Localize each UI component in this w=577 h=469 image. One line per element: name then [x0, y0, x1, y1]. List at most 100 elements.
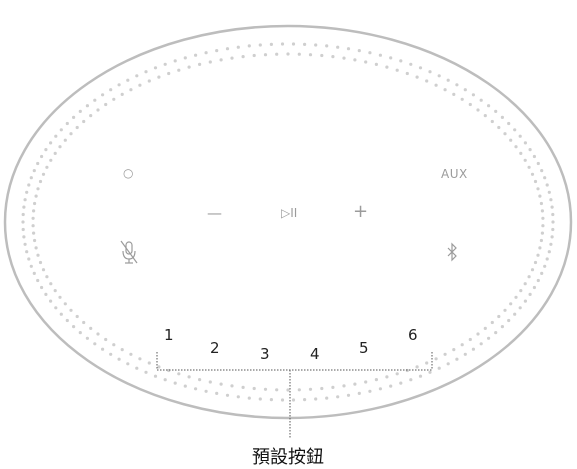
grille-dot: [286, 388, 290, 392]
grille-dot: [399, 381, 403, 385]
grille-dot: [314, 43, 318, 47]
grille-dot: [120, 92, 124, 96]
grille-dot: [331, 55, 335, 59]
grille-dot: [82, 320, 86, 325]
grille-dot: [487, 336, 491, 340]
grille-dot: [523, 158, 527, 162]
grille-dot: [144, 370, 148, 374]
grille-dot: [368, 389, 372, 393]
grille-dot: [65, 318, 69, 323]
grille-dot: [167, 71, 171, 76]
grille-dot: [509, 302, 513, 306]
grille-dot: [96, 108, 100, 112]
volume-up-button[interactable]: +: [353, 201, 369, 222]
grille-dot: [497, 314, 501, 319]
grille-dot: [117, 357, 121, 361]
grille-dot: [45, 165, 49, 169]
grille-dot: [523, 299, 528, 303]
grille-dot: [22, 235, 26, 239]
grille-dot: [443, 88, 447, 92]
grille-dot: [540, 271, 544, 275]
microphone-off-icon[interactable]: [120, 240, 138, 264]
preset-button-1[interactable]: 1: [164, 326, 174, 344]
grille-dot: [434, 357, 438, 361]
preset-button-4[interactable]: 4: [310, 345, 320, 363]
grille-dot: [538, 246, 542, 250]
grille-dot: [33, 201, 37, 206]
grille-dot: [126, 362, 130, 366]
grille-dot: [547, 190, 551, 194]
grille-dot: [163, 62, 167, 66]
grille-dot: [241, 385, 245, 389]
grille-dot: [31, 209, 36, 213]
grille-dot: [540, 209, 545, 213]
grille-dot: [385, 65, 389, 69]
grille-dot: [378, 53, 382, 57]
grille-dot: [89, 114, 93, 118]
grille-dot: [85, 336, 89, 340]
grille-dot: [308, 387, 313, 391]
grille-dot: [263, 53, 268, 57]
grille-dot: [252, 386, 256, 391]
grille-dot: [187, 375, 191, 379]
grille-dot: [21, 220, 25, 224]
grille-dot: [153, 66, 158, 70]
grille-dot: [428, 370, 432, 374]
grille-dot: [452, 348, 456, 352]
grille-dot: [29, 176, 33, 180]
grille-dot: [342, 56, 346, 60]
grille-dot: [357, 49, 361, 53]
grille-dot: [409, 378, 413, 382]
grille-dot: [527, 165, 531, 169]
grille-dot: [109, 88, 113, 92]
grille-dot: [551, 212, 555, 217]
grille-dot: [346, 393, 351, 397]
preset-button-6[interactable]: 6: [408, 326, 418, 344]
grille-dot: [40, 154, 44, 159]
action-button[interactable]: ○: [123, 166, 134, 180]
grille-dot: [446, 362, 450, 366]
preset-button-2[interactable]: 2: [210, 339, 220, 357]
grille-dot: [476, 108, 480, 112]
grille-dot: [331, 385, 335, 389]
grille-dot: [269, 42, 273, 47]
preset-button-5[interactable]: 5: [359, 339, 369, 357]
grille-dot: [540, 231, 545, 235]
grille-dot: [437, 366, 441, 370]
grille-dot: [269, 398, 273, 402]
grille-dot: [72, 115, 76, 119]
grille-dot: [275, 52, 279, 56]
grille-dot: [183, 384, 187, 388]
grille-dot: [241, 55, 245, 59]
grille-dot: [519, 289, 523, 293]
speaker-ellipse: [3, 24, 573, 420]
grille-dot: [514, 295, 518, 299]
grille-dot: [545, 183, 549, 187]
bluetooth-icon[interactable]: [447, 242, 457, 262]
volume-down-button[interactable]: —: [207, 204, 222, 222]
grille-dot: [530, 172, 535, 176]
grille-dot: [528, 148, 532, 152]
grille-dot: [219, 58, 223, 62]
grille-dot: [34, 246, 38, 250]
grille-dot: [225, 393, 230, 397]
aux-button[interactable]: AUX: [441, 167, 468, 181]
grille-dot: [59, 128, 63, 132]
grille-dot: [101, 347, 105, 351]
grille-dot: [230, 384, 234, 388]
preset-button-3[interactable]: 3: [260, 345, 270, 363]
grille-dot: [545, 257, 549, 261]
grille-dot: [147, 361, 151, 365]
grille-dot: [138, 83, 142, 87]
grille-dot: [479, 98, 483, 102]
grille-dot: [101, 93, 105, 97]
grille-dot: [144, 70, 148, 74]
grille-dot: [280, 398, 285, 402]
grille-dot: [63, 302, 67, 306]
grille-dot: [374, 378, 378, 382]
grille-dot: [507, 318, 511, 323]
grille-dot: [89, 326, 93, 330]
play-pause-button[interactable]: ▷II: [281, 206, 298, 220]
grille-dot: [314, 397, 318, 401]
